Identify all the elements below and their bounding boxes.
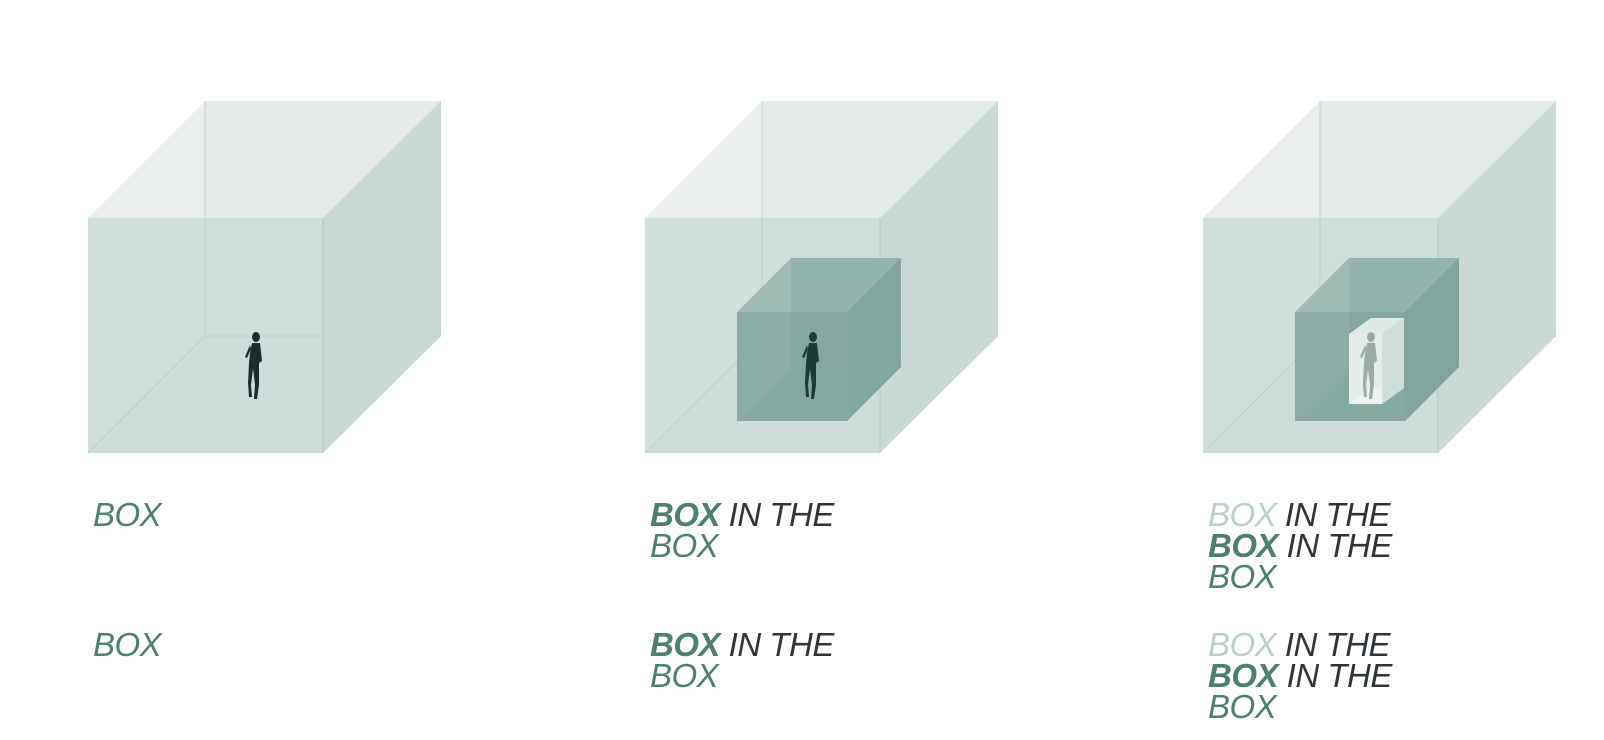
outer-cube-right-face bbox=[1438, 101, 1556, 453]
caption-word: BOX bbox=[650, 496, 721, 533]
caption-top: BOX bbox=[93, 496, 162, 533]
outer-cube-right-face bbox=[323, 101, 441, 453]
standing-person-icon bbox=[1360, 332, 1377, 399]
caption-line: BOX bbox=[1208, 688, 1392, 725]
inner-cube bbox=[737, 258, 901, 421]
caption-word: BOX bbox=[1208, 527, 1279, 564]
caption-line: BOX bbox=[650, 657, 834, 694]
caption-word: BOX bbox=[650, 657, 719, 694]
caption-line: BOX bbox=[93, 626, 162, 663]
caption-word: BOX bbox=[93, 496, 162, 533]
caption-word: IN THE bbox=[1278, 657, 1393, 694]
caption-line: BOX IN THE bbox=[650, 496, 835, 533]
caption-word: IN THE bbox=[1276, 496, 1391, 533]
caption-word: BOX bbox=[1208, 626, 1277, 663]
caption-line: BOX IN THE bbox=[650, 626, 835, 663]
caption-word: BOX bbox=[1208, 688, 1277, 725]
caption-word: BOX bbox=[650, 626, 721, 663]
caption-word: BOX bbox=[1208, 657, 1279, 694]
caption-word: BOX bbox=[93, 626, 162, 663]
outer-cube-right-face bbox=[880, 101, 998, 453]
caption-line: BOX bbox=[650, 527, 834, 564]
caption-line: BOX IN THE bbox=[1208, 657, 1393, 694]
caption-word: BOX bbox=[1208, 558, 1277, 595]
outer-cube-illustration bbox=[87, 101, 441, 454]
caption-word: BOX bbox=[1208, 496, 1277, 533]
nested-cube-illustration bbox=[644, 101, 998, 454]
panel-box: BOX BOX bbox=[0, 0, 540, 740]
caption-line: BOX IN THE bbox=[1208, 626, 1392, 663]
caption-word: BOX bbox=[650, 527, 719, 564]
caption-word: IN THE bbox=[1278, 527, 1393, 564]
caption-line: BOX IN THE bbox=[1208, 496, 1392, 533]
caption-word: IN THE bbox=[720, 626, 835, 663]
double-nested-cube-illustration bbox=[1202, 101, 1556, 454]
caption-word: IN THE bbox=[1276, 626, 1391, 663]
caption-line: BOX IN THE bbox=[1208, 527, 1393, 564]
caption-line: BOX bbox=[93, 496, 162, 533]
caption-line: BOX bbox=[1208, 558, 1392, 595]
standing-person-icon bbox=[245, 332, 262, 399]
caption-bottom: BOX bbox=[93, 626, 162, 663]
caption-word: IN THE bbox=[720, 496, 835, 533]
standing-person-icon bbox=[802, 332, 819, 399]
